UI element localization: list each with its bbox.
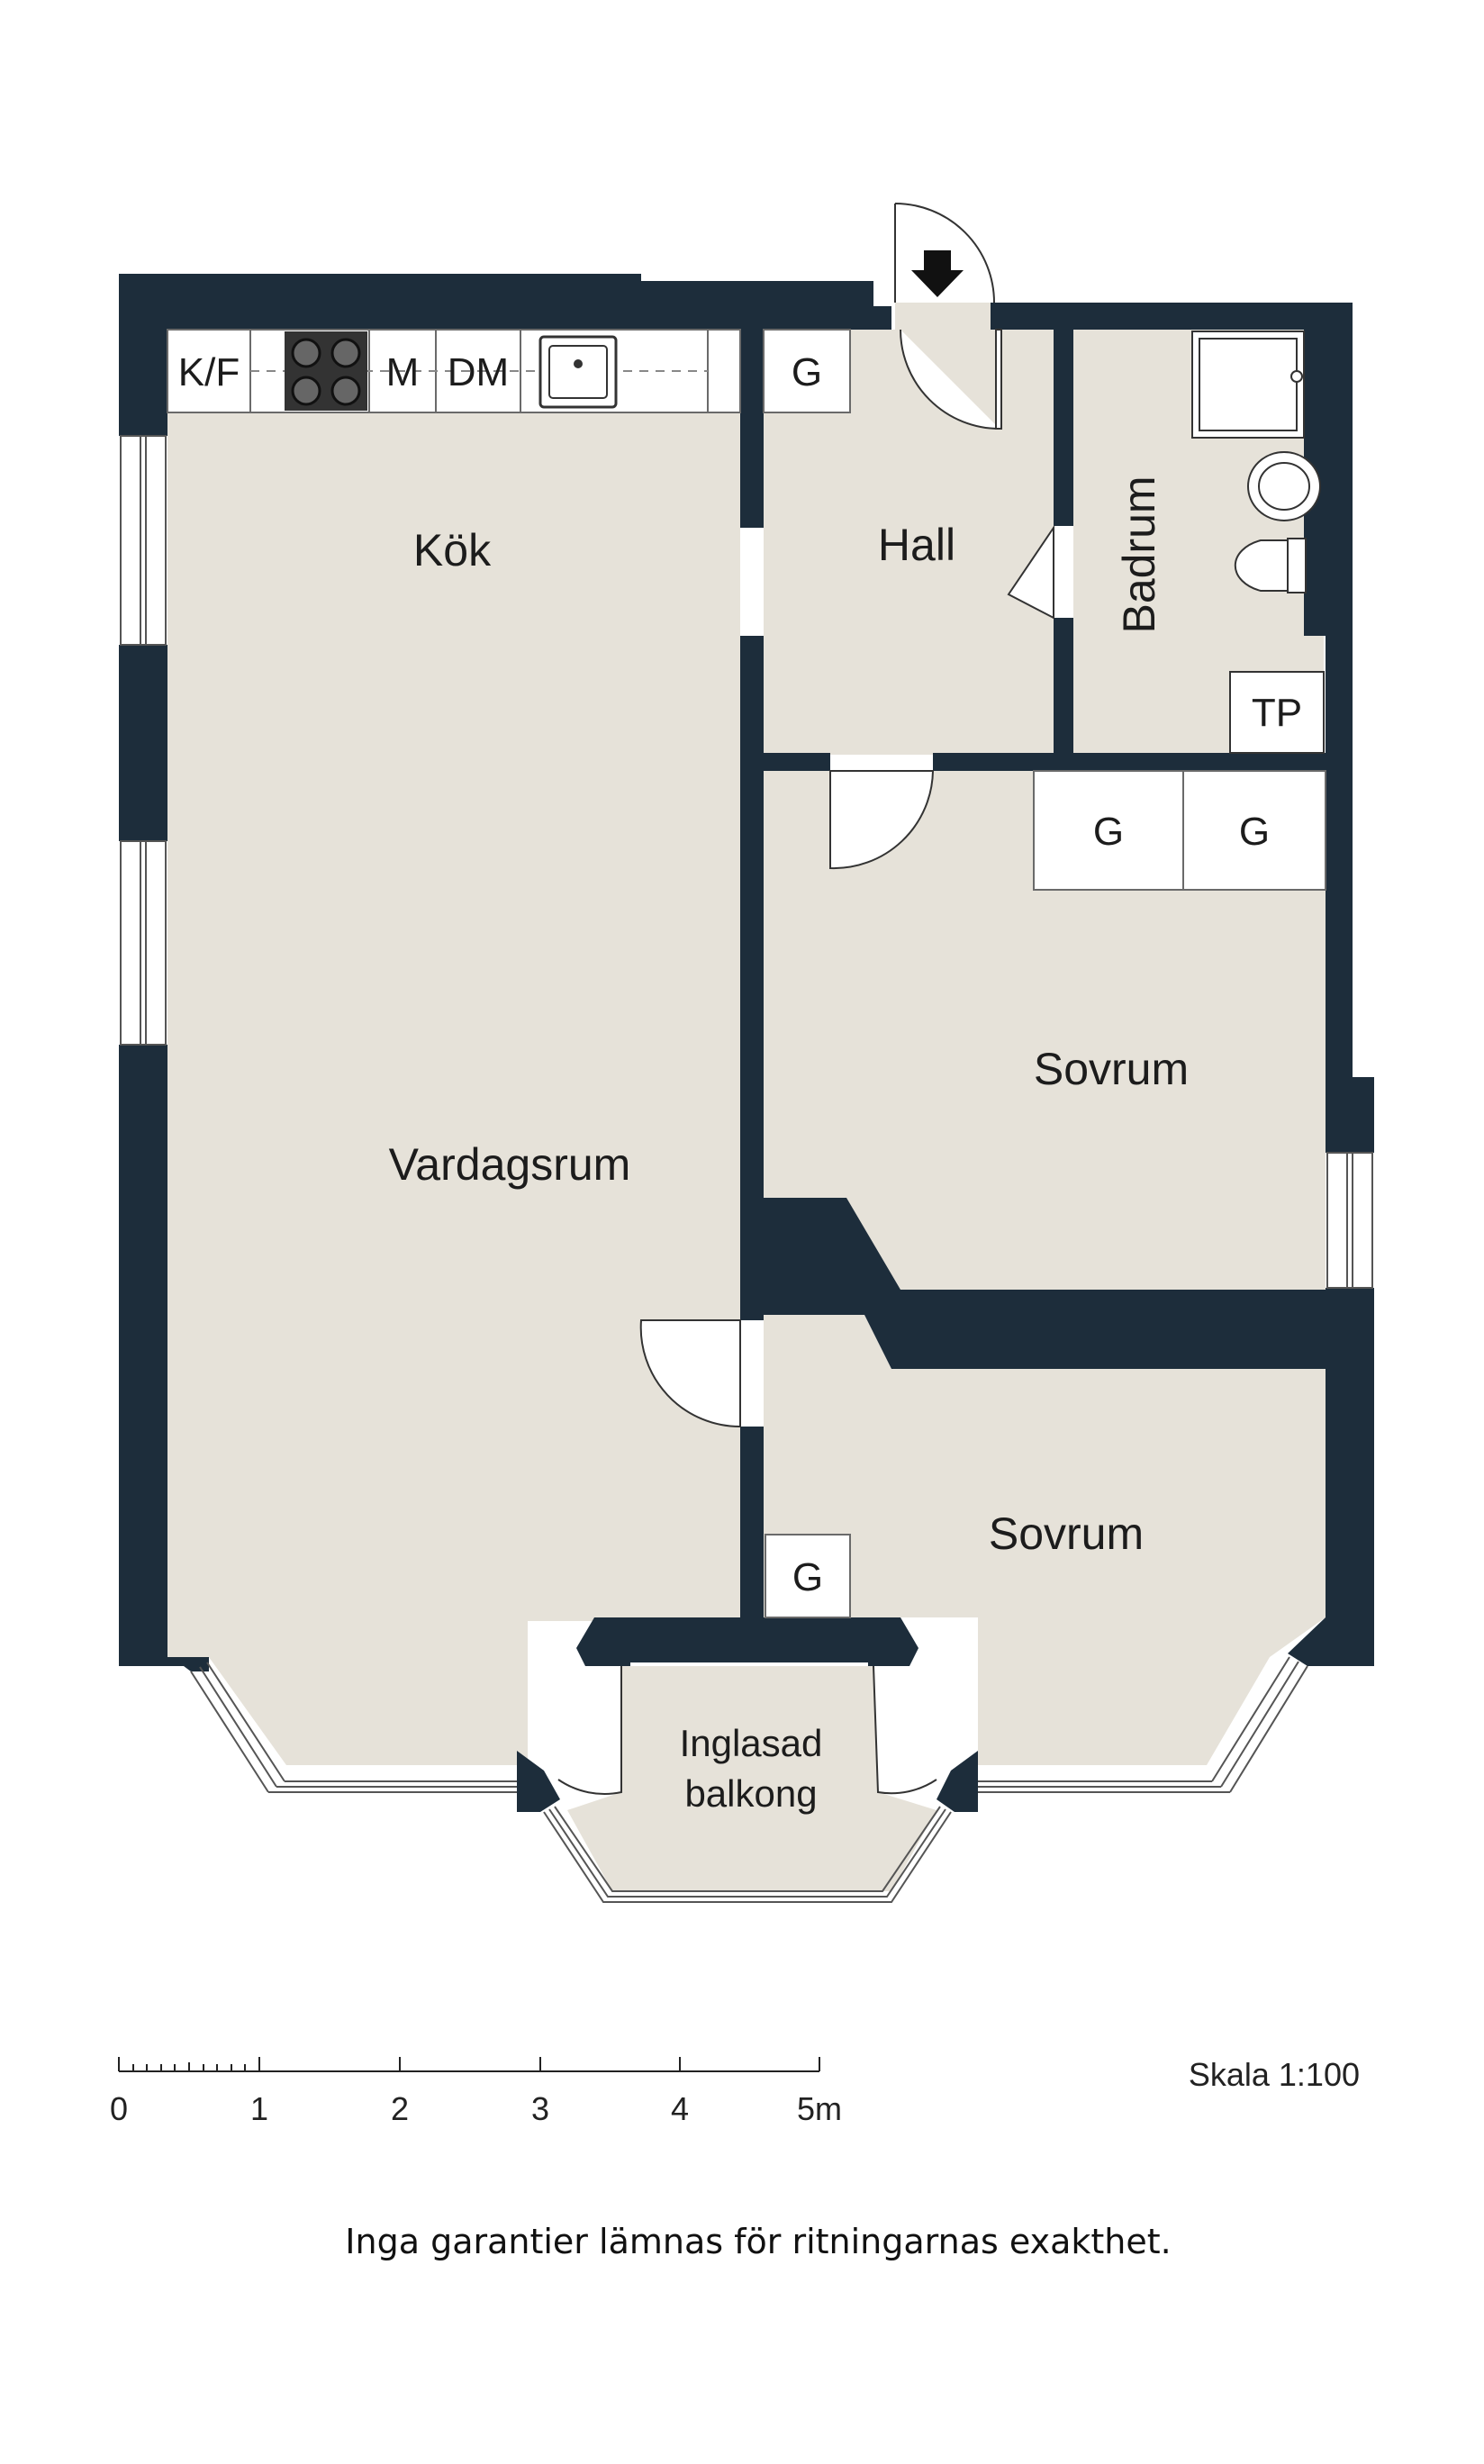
scale-tick-0: 0: [110, 2090, 128, 2127]
toilet-icon: [1234, 539, 1303, 592]
hall-wardrobe-label: G: [792, 350, 822, 394]
room-label-hall: Hall: [878, 520, 955, 570]
entrance-door: [894, 203, 1002, 430]
scale-tick-1: 1: [250, 2090, 268, 2127]
scale-tick-5: 5m: [797, 2090, 842, 2127]
scale-tick-2: 2: [391, 2090, 409, 2127]
bay-window-bedroom-right: [1211, 1656, 1308, 1793]
bathroom-fixtures: [1191, 331, 1325, 754]
sink-icon: [538, 335, 618, 409]
bathroom-cabinet-label: TP: [1252, 691, 1302, 735]
balcony-glazing: [543, 1806, 952, 1903]
bedroom-top-floor: [764, 771, 1326, 1290]
room-label-balcony-line2: balkong: [684, 1772, 817, 1815]
room-label-living: Vardagsrum: [389, 1139, 631, 1190]
bathroom-cabinet: [1229, 671, 1325, 754]
wall-hall-bedroom-left: [764, 753, 830, 771]
window-living: [120, 840, 167, 1046]
stove: [285, 331, 367, 411]
door-balcony-left: [557, 1666, 622, 1795]
interior-doors: [557, 524, 1054, 1795]
bay-window-living-left: [190, 1662, 285, 1793]
scale-tick-3: 3: [531, 2090, 549, 2127]
window-kitchen: [120, 435, 167, 646]
living-floor-main: [167, 330, 740, 1765]
wall-left-corner: [119, 1657, 209, 1671]
wall-right-corner: [1288, 1617, 1374, 1666]
wall-kitchen-hall-upper: [740, 330, 764, 528]
bedroom-top-wardrobes: [1033, 770, 1326, 891]
wall-left-1: [119, 274, 167, 436]
room-label-kitchen: Kök: [413, 525, 492, 575]
bay-window-bedroom-bottom: [978, 1780, 1230, 1793]
windows: [120, 435, 1373, 1903]
dishwasher-label: DM: [448, 350, 509, 394]
entrance-arrow-icon: [911, 250, 964, 297]
scale-bar: [118, 2057, 820, 2072]
bedroom-bottom-floor: [764, 1315, 1326, 1765]
wall-left-3: [119, 1045, 167, 1666]
room-label-bedroom-top: Sovrum: [1034, 1044, 1189, 1094]
bedroom-wardrobe-1-label: G: [1093, 810, 1124, 854]
hall-wardrobe: [763, 329, 851, 413]
bay-window-living-bottom: [268, 1780, 517, 1793]
fridge-freezer-label: K/F: [178, 350, 240, 394]
room-label-bedroom-bottom: Sovrum: [989, 1508, 1144, 1559]
scale-ratio-label: Skala 1:100: [1189, 2056, 1360, 2093]
wall-hall-bath-lower: [1054, 618, 1073, 753]
wall-top-right: [991, 303, 1353, 330]
wall-top-left: [119, 274, 891, 330]
wall-right-upper: [1311, 303, 1374, 1153]
wall-kitchen-hall-lower: [740, 636, 764, 1320]
wall-living-bedroom-lower: [740, 1427, 764, 1619]
bedroom-bottom-wardrobe: [765, 1534, 851, 1618]
door-balcony-right: [873, 1665, 937, 1795]
door-bedroom-bottom: [639, 1319, 741, 1428]
wall-balcony-right: [937, 1751, 978, 1812]
floor-areas: [167, 330, 1326, 1891]
wall-balcony-left: [517, 1751, 560, 1812]
kitchen-counter: [167, 329, 741, 413]
disclaimer-text: Inga garantier lämnas för ritningarnas e…: [345, 2222, 1171, 2261]
balcony-floor: [567, 1666, 937, 1891]
wall-left-2: [119, 645, 167, 841]
bedroom-wardrobe-2-label: G: [1239, 810, 1270, 854]
microwave-label: M: [386, 350, 420, 394]
wall-bedroom-separator: [764, 1198, 1374, 1369]
door-bedroom-top: [829, 770, 935, 870]
room-label-balcony-line1: Inglasad: [680, 1722, 823, 1764]
door-bathroom: [1007, 524, 1054, 620]
scale-tick-4: 4: [671, 2090, 689, 2127]
wall-balcony-top: [576, 1617, 918, 1666]
wall-hall-bath-upper: [1054, 330, 1073, 526]
bedroom-bottom-wardrobe-label: G: [792, 1555, 823, 1599]
window-bedroom-top: [1326, 1152, 1373, 1289]
walls: [119, 274, 1374, 1812]
wall-hall-bedroom-right: [933, 753, 1326, 771]
room-label-bathroom: Badrum: [1114, 476, 1164, 633]
